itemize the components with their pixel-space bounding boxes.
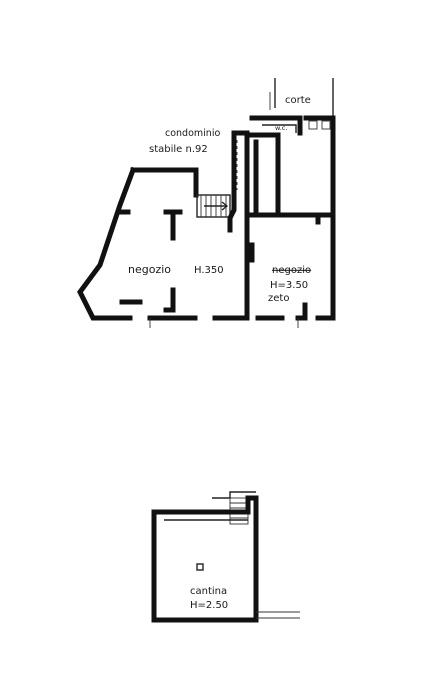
basement-stair-outline [212,491,256,499]
basement-plan: cantina H=2.50 [151,491,300,623]
pillar-north [163,209,183,241]
wc-fixture-icon [308,120,318,130]
shop-main-height-label: H.350 [194,265,224,276]
wc-fixture-icon [321,120,331,130]
shop-main-west-wall [77,166,137,321]
shop-side-note-label: zeto [268,293,289,304]
wc-inner-outline [262,124,297,133]
ground-floor-plan: corte condominio stabile n.92 w.c. negoz… [77,78,336,328]
stair-arrow-icon [204,201,229,211]
condominium-label: condominio [165,128,220,139]
wc-north-wall [249,115,303,136]
shop-main-north-wall [130,167,199,198]
courtyard-label: corte [285,95,311,106]
service-corridor [249,132,281,218]
staircase [196,194,231,218]
drain-icon [196,563,204,571]
basement-outer-wall [151,495,259,623]
shop-side-south-wall-b [295,302,308,321]
shop-side-height-label: H=3.50 [270,280,308,291]
basement-height-label: H=2.50 [190,600,228,611]
wc-label: w.c. [275,124,287,132]
shop-side-label: negozio [272,265,311,276]
basement-room-label: cantina [190,586,227,597]
shop-side-east-wall [303,115,336,321]
building-ref-label: stabile n.92 [149,144,208,155]
shop-main-label: negozio [128,263,171,276]
central-partition-west [227,130,237,233]
pillar-south [163,287,176,313]
